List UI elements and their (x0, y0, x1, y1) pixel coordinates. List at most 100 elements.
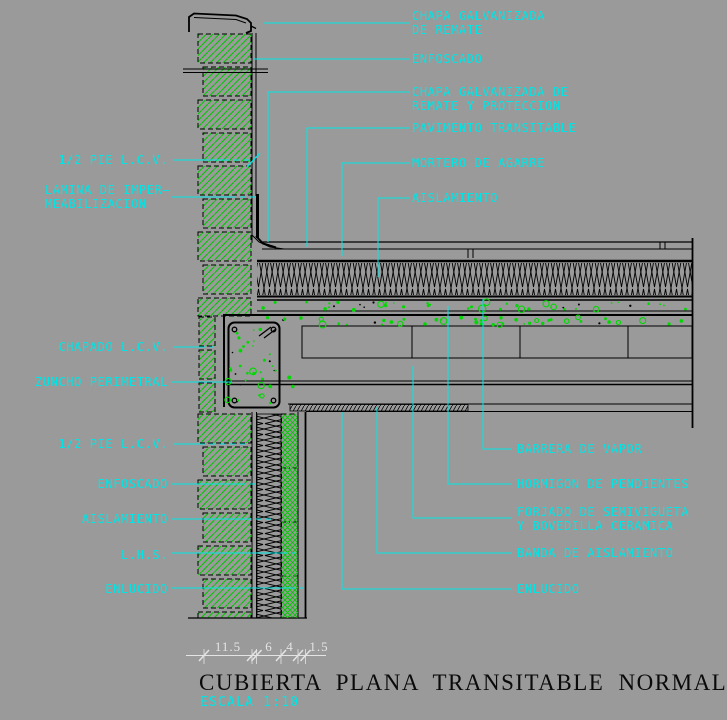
speckle (273, 369, 275, 372)
speckle (547, 318, 551, 322)
speckle (373, 321, 377, 324)
speckle (629, 304, 632, 307)
speckle (541, 321, 545, 326)
coping-cap (188, 12, 252, 34)
dim-4: 4 (286, 639, 294, 654)
leader-lines (171, 22, 512, 590)
speckle (474, 317, 477, 321)
speckle (268, 360, 271, 363)
speckle (474, 320, 479, 325)
brick (197, 99, 252, 130)
dim-6: 6 (265, 639, 273, 654)
speckle (268, 384, 273, 389)
drawing-title: CUBIERTA PLANA TRANSITABLE NORMAL (199, 670, 727, 695)
label-enlucido-wall: ENLUCIDO (105, 582, 168, 596)
speckle (372, 301, 375, 304)
speckle (246, 371, 249, 375)
speckle (328, 306, 331, 309)
speckle (550, 306, 552, 309)
speckle (667, 322, 671, 326)
speckle (479, 319, 483, 322)
speckle (283, 317, 287, 321)
speckle (328, 302, 331, 305)
brick (197, 413, 252, 444)
speckle (610, 302, 613, 304)
speckle (439, 317, 448, 325)
brick (202, 264, 252, 295)
perimeter-insulation-band (289, 404, 469, 412)
speckle (261, 377, 264, 381)
label-medio-pie-low: 1/2 PIE L.C.V. (58, 437, 168, 451)
speckle (574, 307, 577, 310)
concrete-speckles (224, 298, 687, 405)
speckle (380, 323, 384, 326)
speckle (534, 317, 540, 324)
dim-1-5: 1.5 (309, 639, 329, 654)
speckle (235, 331, 239, 335)
speckle (647, 302, 650, 306)
speckle (684, 307, 687, 311)
speckle (238, 364, 242, 368)
speckle (351, 307, 356, 312)
speckle (273, 300, 277, 304)
speckle (262, 358, 266, 362)
roof-insulation (257, 263, 692, 295)
speckle (246, 340, 250, 344)
brick (202, 578, 252, 609)
label-enfoscado-top: ENFOSCADO (412, 52, 483, 66)
speckle (679, 319, 684, 323)
label-pavimento: PAVIMENTO TRANSITABLE (412, 121, 577, 135)
speckle (562, 306, 565, 309)
speckle (563, 318, 570, 324)
wall-insulation (256, 413, 282, 619)
speckle (523, 323, 525, 325)
label-mortero: MORTERO DE AGARRE (412, 156, 546, 170)
speckle (517, 305, 526, 313)
speckle (287, 375, 292, 380)
brick (197, 545, 252, 576)
speckle (266, 316, 270, 320)
label-chapado: CHAPADO L.C.V. (58, 340, 168, 354)
speckle (323, 307, 327, 311)
label-aislamiento-wall: AISLAMIENTO (81, 512, 168, 526)
speckle (428, 303, 432, 306)
speckle (363, 306, 366, 309)
brick (197, 231, 252, 262)
label-barrera-vapor: BARRERA DE VAPOR (517, 442, 643, 456)
speckle (505, 302, 508, 305)
speckle (402, 305, 406, 309)
speckle (515, 304, 519, 308)
speckle (527, 307, 531, 311)
section-linework (183, 12, 694, 619)
brick (197, 611, 252, 619)
label-medio-pie-top: 1/2 PIE L.C.V. (58, 153, 168, 167)
label-chapa-proteccion: CHAPA GALVANIZADA DE REMATE Y PROTECCION (412, 85, 569, 113)
speckle (229, 367, 232, 370)
label-banda-aislamiento: BANDA DE AISLAMIENTO (517, 546, 674, 560)
speckle (274, 369, 277, 372)
label-hormigon: HORMIGON DE PENDIENTES (517, 477, 690, 491)
label-enlucido-ceiling: ENLUCIDO (517, 582, 580, 596)
speckle (259, 393, 265, 399)
speckle (268, 353, 271, 356)
speckle (501, 322, 505, 325)
speckle (239, 384, 241, 386)
speckle (470, 305, 473, 309)
speckle (479, 322, 483, 326)
speckle (617, 301, 619, 304)
zuncho-beam (227, 321, 281, 409)
speckle (397, 320, 404, 327)
speckle (252, 329, 255, 331)
speckle (261, 306, 265, 310)
brick (197, 297, 252, 317)
brick (198, 382, 216, 413)
speckle (563, 308, 566, 311)
speckle (224, 396, 231, 404)
speckle (258, 327, 262, 332)
speckle (257, 381, 265, 390)
speckle (604, 317, 607, 321)
label-lamina: LAMINA DE IMPER— MEABILIZACION (45, 183, 171, 211)
brick (197, 165, 252, 196)
speckle (269, 401, 272, 405)
